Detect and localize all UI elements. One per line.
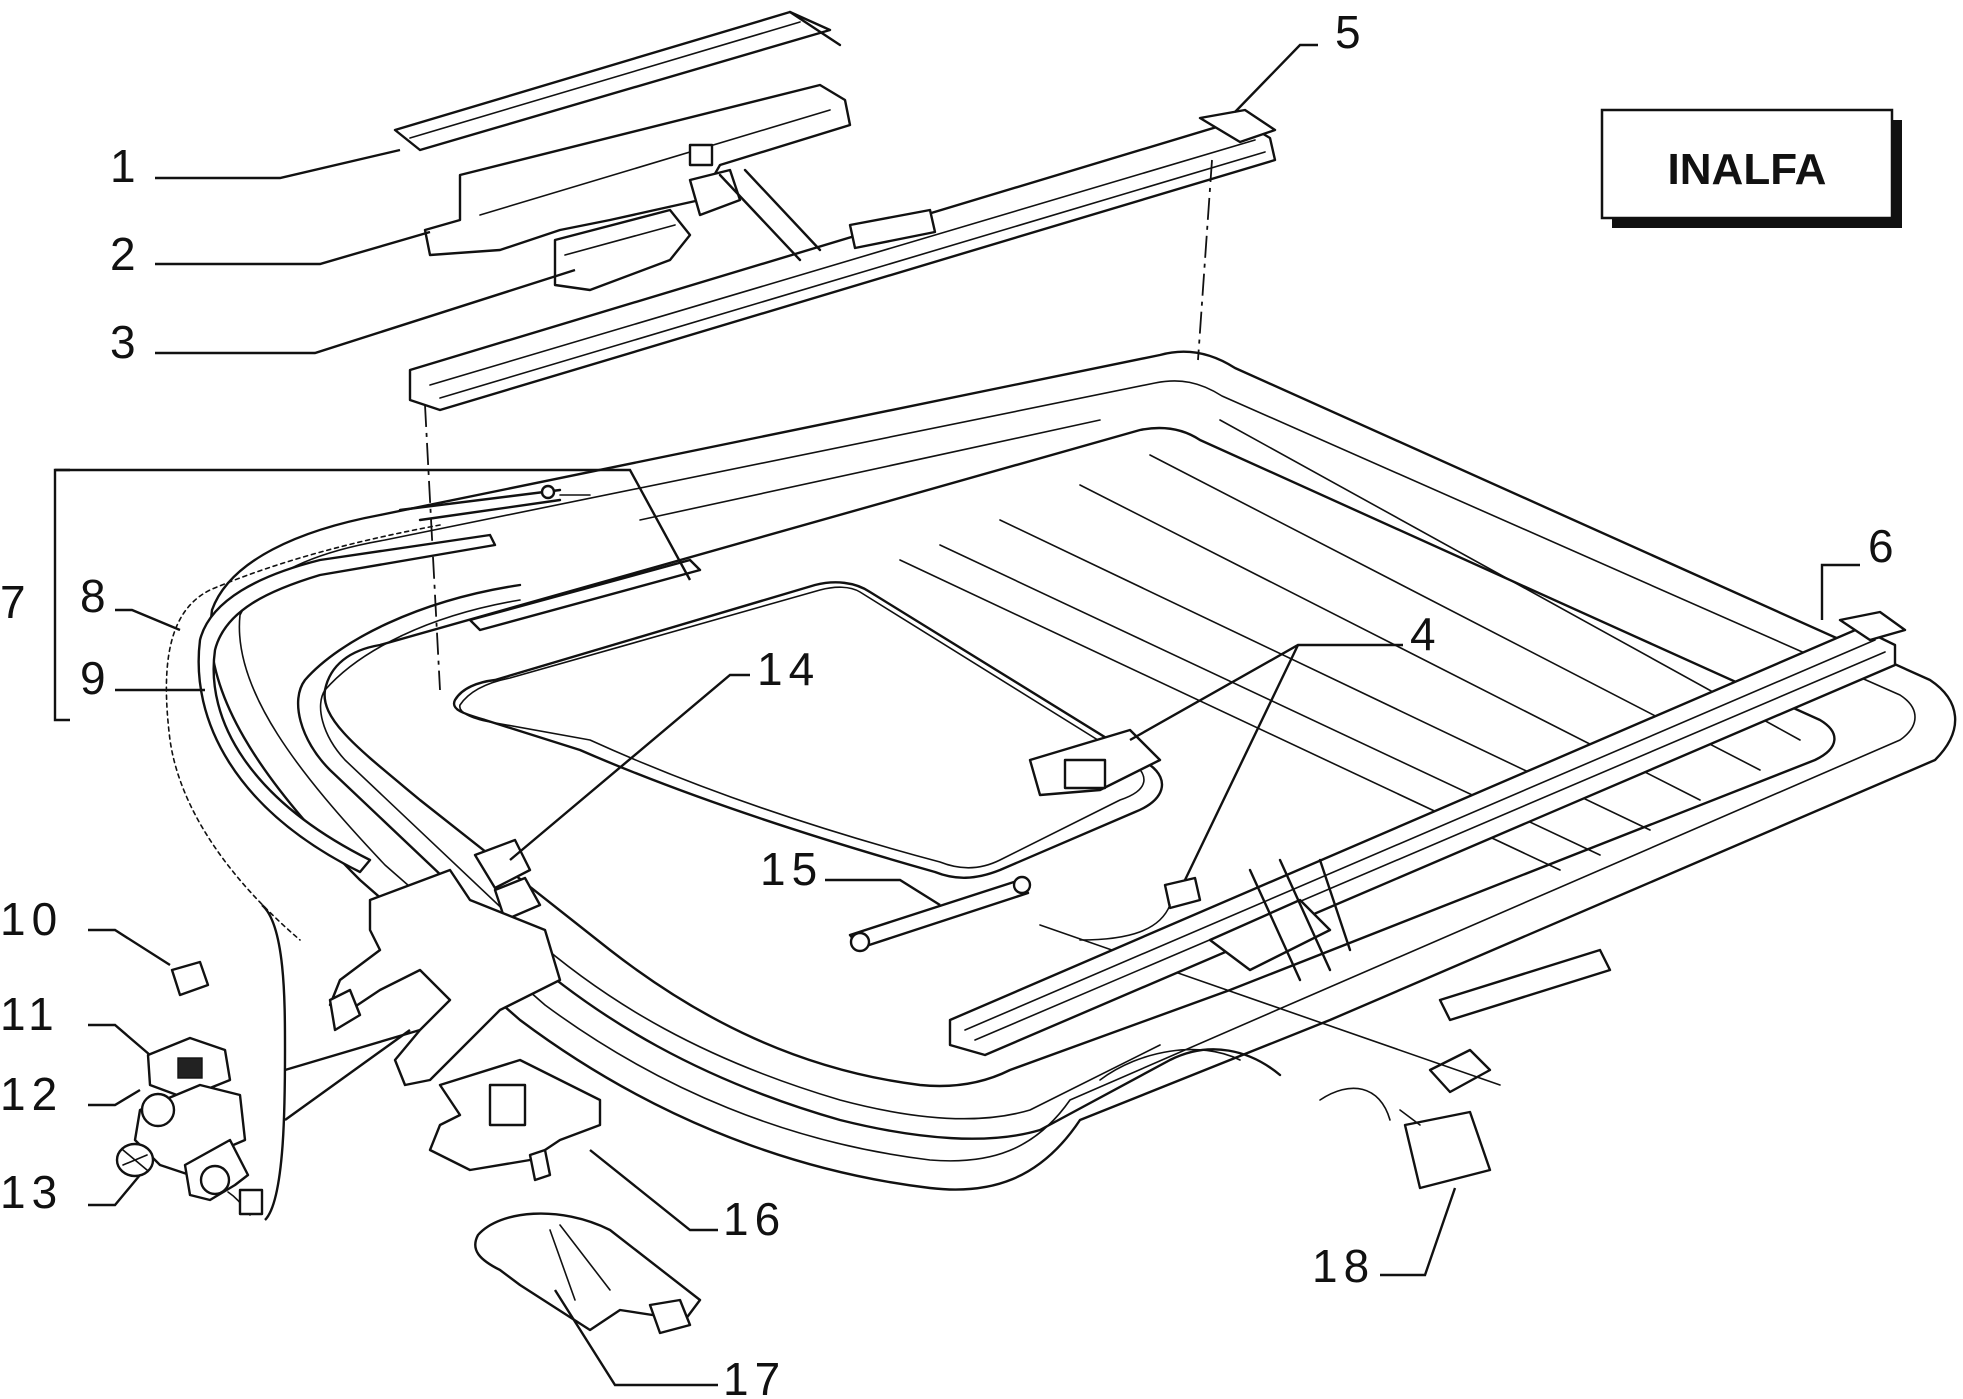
callout-7: 7 bbox=[0, 576, 32, 628]
cable-guide bbox=[297, 419, 1282, 1140]
brand-label: INALFA bbox=[1668, 145, 1827, 194]
support-bracket bbox=[328, 868, 562, 1087]
part-4-latches bbox=[1028, 728, 1202, 941]
part-17-cover bbox=[474, 1212, 702, 1335]
roof-frame bbox=[209, 350, 1957, 1191]
callout-18: 18 bbox=[1312, 1240, 1375, 1292]
callout-15: 15 bbox=[760, 843, 823, 895]
callout-16: 16 bbox=[723, 1193, 786, 1245]
brand-box: INALFA bbox=[1600, 108, 1902, 228]
motor-assembly bbox=[115, 960, 264, 1216]
part-7-cable-set bbox=[53, 468, 692, 941]
part-14-clip bbox=[473, 838, 542, 922]
part-1-deflector bbox=[393, 10, 842, 152]
callout-3: 3 bbox=[110, 316, 142, 368]
callout-4: 4 bbox=[1410, 608, 1442, 660]
part-16-motor-plate bbox=[428, 1058, 602, 1182]
callout-14: 14 bbox=[757, 643, 820, 695]
part-15-rod bbox=[848, 875, 1032, 953]
callout-1: 1 bbox=[110, 140, 142, 192]
alignment-line-right bbox=[1197, 159, 1213, 361]
callout-10: 10 bbox=[0, 893, 63, 945]
callout-17: 17 bbox=[723, 1353, 786, 1399]
callout-6: 6 bbox=[1868, 520, 1900, 572]
part-18-cap bbox=[1399, 1109, 1492, 1190]
callout-12: 12 bbox=[0, 1068, 63, 1120]
callout-13: 13 bbox=[0, 1166, 63, 1218]
callout-5: 5 bbox=[1335, 6, 1367, 58]
callout-9: 9 bbox=[80, 652, 112, 704]
leader-lines bbox=[88, 43, 1860, 1387]
callout-8: 8 bbox=[80, 570, 112, 622]
callout-labels: 1 2 3 4 5 6 7 8 9 10 11 12 13 14 15 16 1… bbox=[0, 6, 1900, 1399]
callout-11: 11 bbox=[0, 988, 60, 1040]
part-6-right-rail bbox=[948, 610, 1907, 1057]
part-5-rail bbox=[408, 108, 1277, 412]
part-2-bracket bbox=[423, 83, 852, 257]
motor-brace bbox=[261, 904, 287, 1221]
callout-2: 2 bbox=[110, 228, 142, 280]
